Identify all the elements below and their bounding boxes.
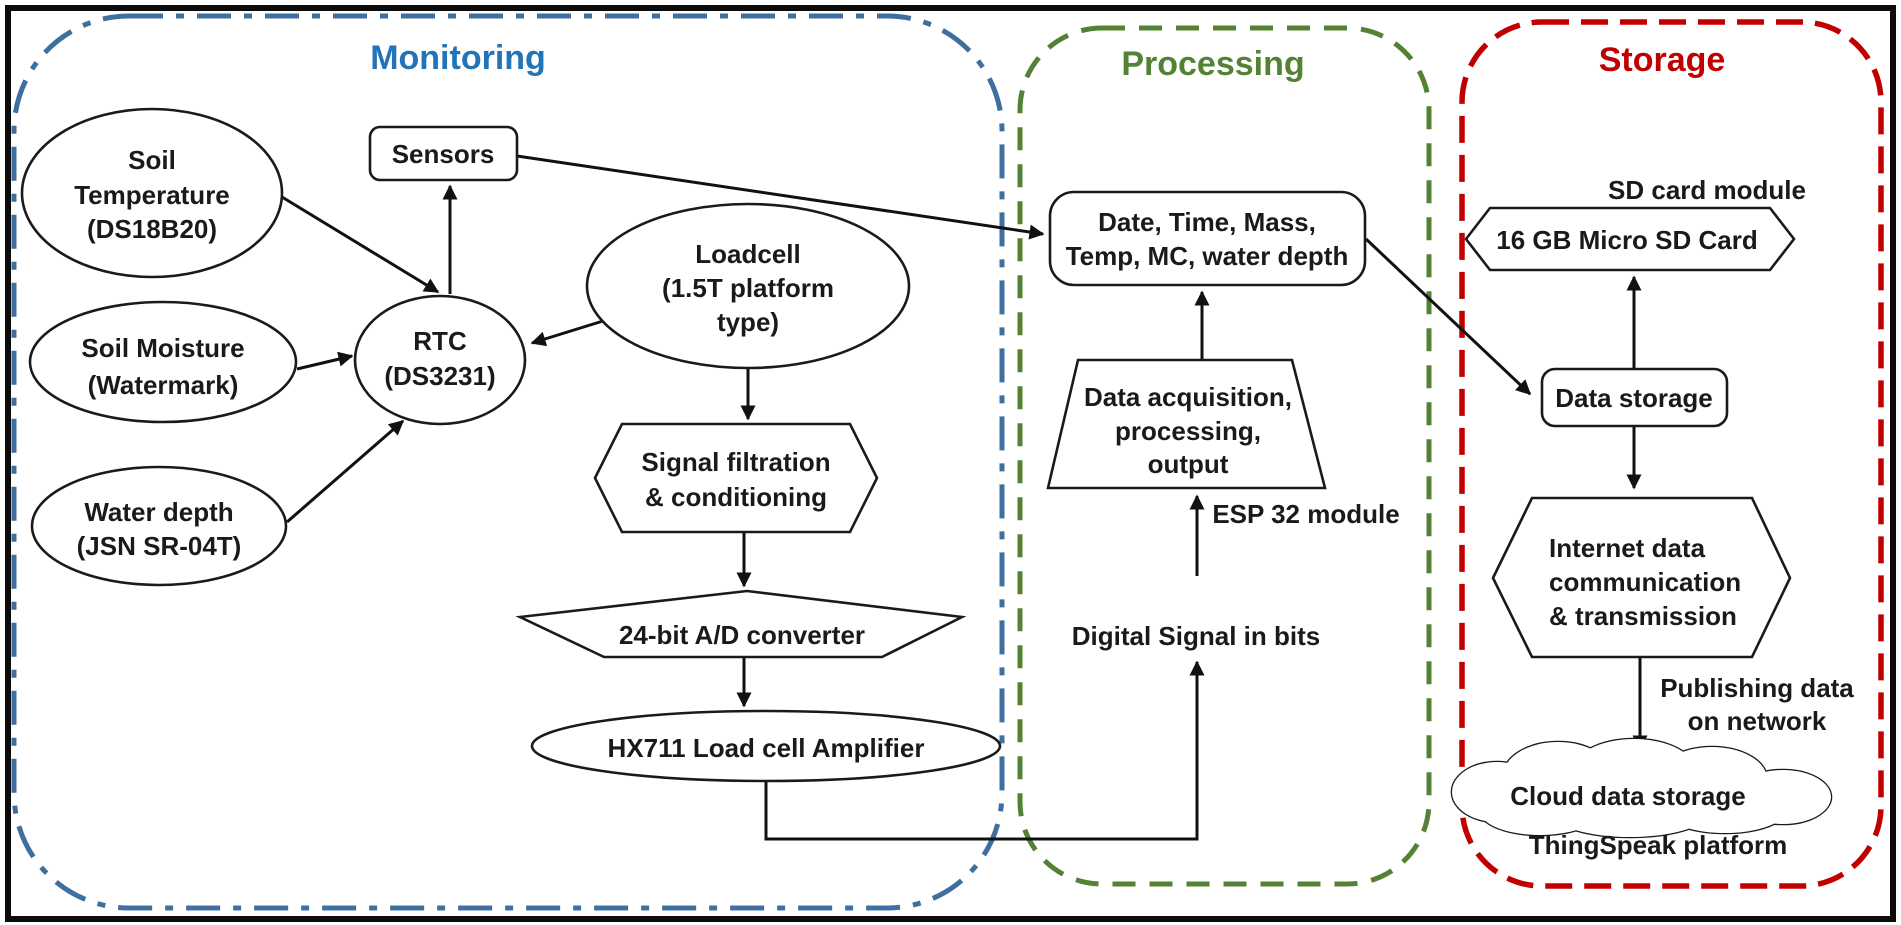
node-soil-moisture: Soil Moisture (Watermark) (28, 300, 298, 424)
publishing-label-line: on network (1688, 706, 1827, 736)
arrow-data-output-to-data-storage (1364, 237, 1532, 396)
cloud-icon-fill (1452, 739, 1831, 837)
sensors-box (368, 125, 519, 182)
data-acquisition-trapezoid (1046, 358, 1327, 490)
soil-temperature-label: Soil (128, 145, 176, 175)
storage-section-border (1459, 19, 1884, 889)
node-ad-converter: 24-bit A/D converter (515, 589, 967, 659)
signal-filtration-label: Signal filtration (641, 447, 830, 477)
hx711-ellipse (530, 709, 1002, 783)
data-acquisition-label: processing, (1115, 416, 1261, 446)
arrow-hx711-to-digital-signal (764, 660, 1205, 841)
digital-signal-label: Digital Signal in bits (1072, 621, 1320, 651)
hx711-label: HX711 Load cell Amplifier (608, 733, 925, 763)
ad-converter-shape (515, 589, 967, 659)
processing-section-title: Processing (1121, 45, 1304, 83)
water-depth-label: (JSN SR-04T) (77, 531, 242, 561)
thingspeak-label: ThingSpeak platform (1529, 830, 1788, 860)
sd-card-hexagon (1464, 206, 1796, 272)
arrow-water-depth-to-rtc (286, 419, 405, 524)
soil-moisture-ellipse (28, 300, 298, 424)
node-hx711: HX711 Load cell Amplifier (530, 709, 1002, 783)
loadcell-label: type) (717, 307, 779, 337)
monitoring-section-border (11, 13, 1005, 911)
arrow-loadcell-to-rtc (530, 319, 604, 347)
water-depth-label: Water depth (84, 497, 233, 527)
publishing-label-line: Publishing data (1660, 673, 1854, 703)
soil-temperature-label: (DS18B20) (87, 214, 217, 244)
node-sd-card: 16 GB Micro SD Card (1464, 206, 1796, 272)
data-output-box (1048, 190, 1367, 287)
signal-filtration-hexagon (593, 422, 879, 534)
node-data-storage: Data storage (1540, 367, 1729, 428)
node-signal-filtration: Signal filtration & conditioning (593, 422, 879, 534)
data-acquisition-label: Data acquisition, (1084, 382, 1292, 412)
rtc-ellipse (353, 294, 527, 426)
diagram-arrows (281, 154, 1648, 841)
data-storage-box (1540, 367, 1729, 428)
loadcell-ellipse (585, 202, 911, 370)
soil-temperature-label: Temperature (74, 180, 230, 210)
storage-section-title: Storage (1599, 41, 1726, 79)
soil-moisture-label: Soil Moisture (81, 333, 244, 363)
processing-section-border (1017, 25, 1432, 887)
publishing-label: Publishing data on network (1660, 673, 1854, 736)
node-water-depth: Water depth (JSN SR-04T) (30, 465, 288, 587)
ad-converter-label: 24-bit A/D converter (619, 620, 865, 650)
esp32-module-label: ESP 32 module (1212, 499, 1399, 529)
node-internet-comm: Internet data communication & transmissi… (1491, 496, 1792, 659)
internet-comm-label: & transmission (1549, 601, 1737, 631)
soil-temperature-ellipse (20, 107, 284, 279)
monitoring-section-title: Monitoring (370, 39, 546, 77)
data-output-label: Temp, MC, water depth (1066, 241, 1349, 271)
loadcell-label: Loadcell (695, 239, 800, 269)
node-sensors: Sensors (368, 125, 519, 182)
sd-card-module-label: SD card module (1608, 175, 1806, 205)
node-data-acquisition: Data acquisition, processing, output (1046, 358, 1327, 490)
internet-comm-label: Internet data (1549, 533, 1706, 563)
node-data-output: Date, Time, Mass, Temp, MC, water depth (1048, 190, 1367, 287)
sensors-label: Sensors (392, 139, 495, 169)
arrow-soil-temperature-to-rtc (281, 195, 440, 294)
internet-comm-hexagon (1491, 496, 1792, 659)
arrow-sensors-to-data-output (516, 154, 1045, 240)
node-loadcell: Loadcell (1.5T platform type) (585, 202, 911, 370)
data-storage-label: Data storage (1555, 383, 1713, 413)
sd-card-label: 16 GB Micro SD Card (1496, 225, 1758, 255)
node-soil-temperature: Soil Temperature (DS18B20) (20, 107, 284, 279)
soil-moisture-label: (Watermark) (88, 370, 239, 400)
loadcell-label: (1.5T platform (662, 273, 834, 303)
signal-filtration-label: & conditioning (645, 482, 827, 512)
rtc-label: (DS3231) (384, 361, 495, 391)
data-acquisition-label: output (1148, 449, 1229, 479)
arrow-soil-moisture-to-rtc (296, 351, 354, 371)
cloud-storage-label: Cloud data storage (1510, 781, 1745, 811)
data-output-label: Date, Time, Mass, (1098, 207, 1316, 237)
node-cloud-storage: Cloud data storage (1450, 737, 1833, 839)
internet-comm-label: communication (1549, 567, 1741, 597)
rtc-label: RTC (413, 326, 467, 356)
node-rtc: RTC (DS3231) (353, 294, 527, 426)
water-depth-ellipse (30, 465, 288, 587)
